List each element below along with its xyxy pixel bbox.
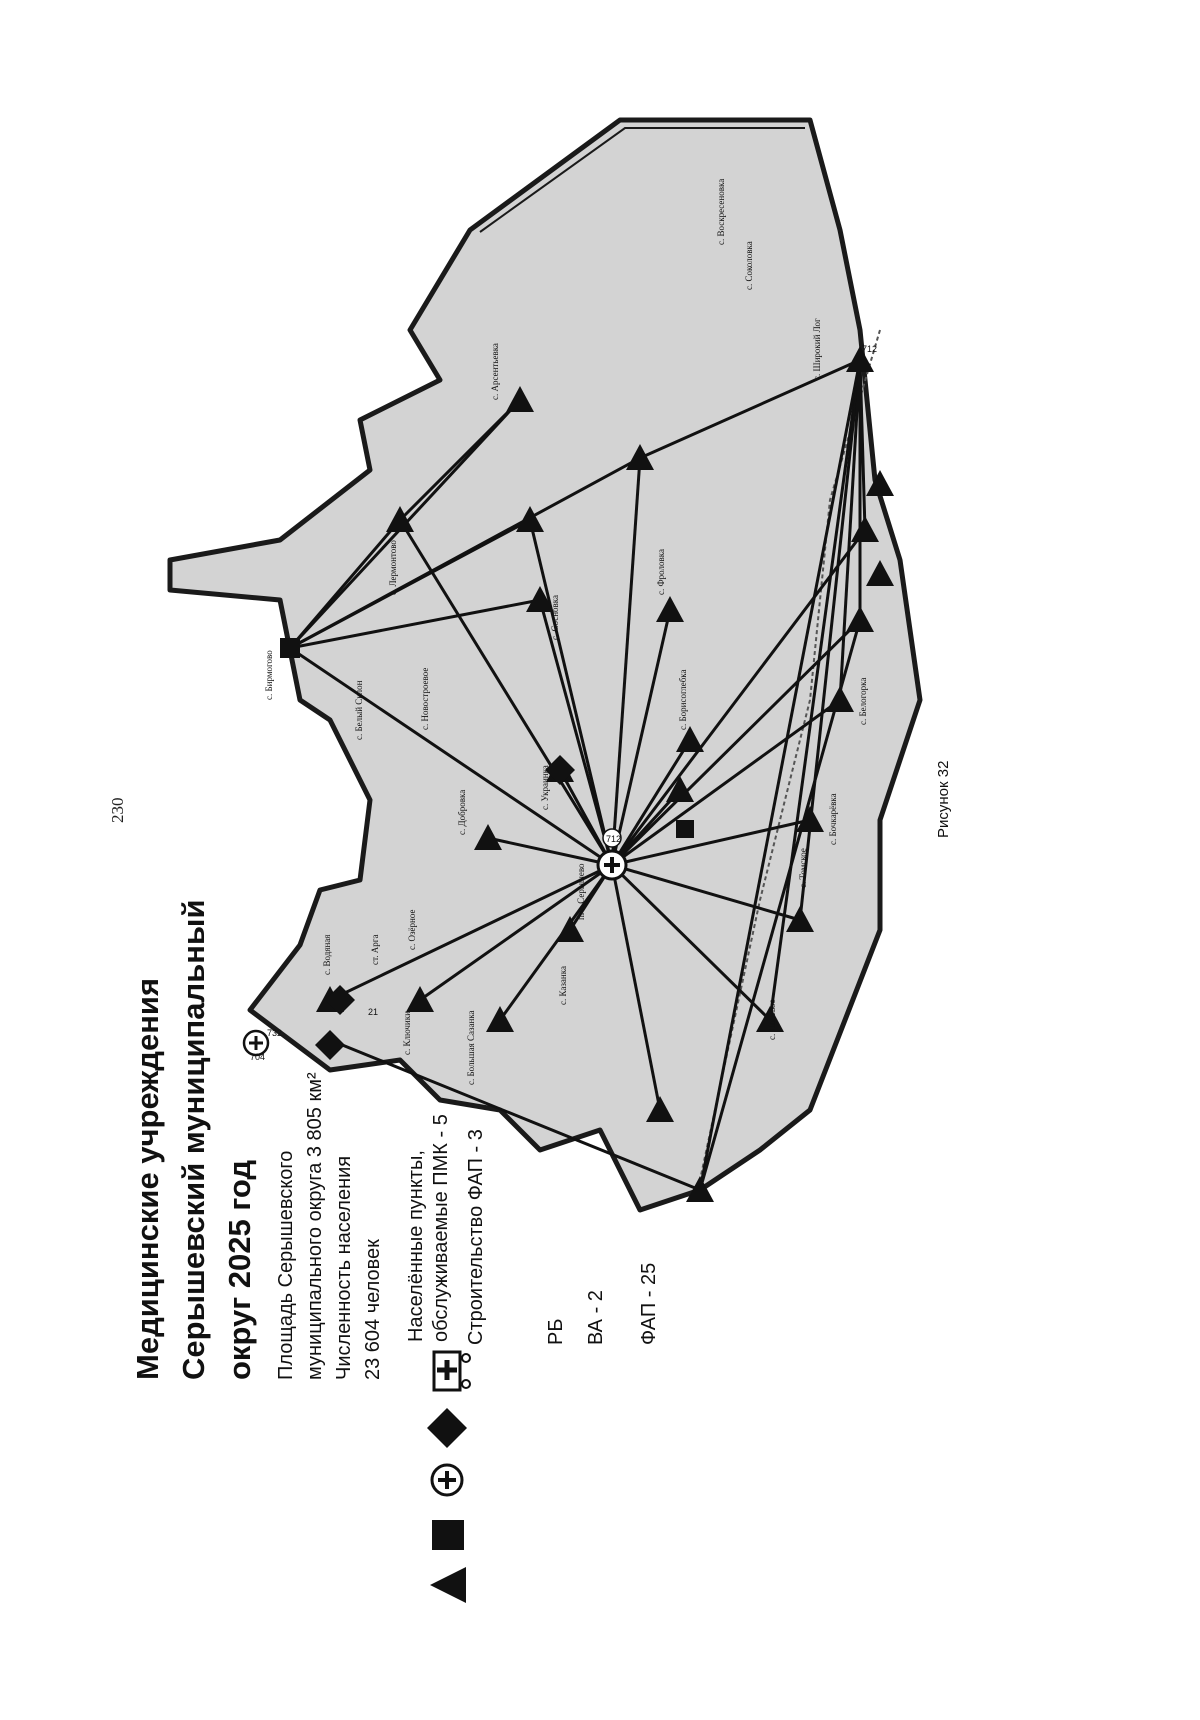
place-label: с. Белый Склон [354,680,364,740]
construction-marker [545,755,575,785]
construction-markers [315,755,575,1060]
place-label: с. Воскресеновка [716,179,726,245]
place-label: с. Соколовка [744,241,754,290]
construction-marker [315,1030,345,1060]
fap-marker [851,516,879,542]
place-label: с. Лермонтово [388,540,398,595]
place-label: пгт. Серышево [576,863,586,920]
legend-pmk-line-2: обслуживаемые ПМК - 5 [430,1114,452,1342]
fap-marker [506,386,534,412]
title-line-3: округ 2025 год [222,1159,257,1380]
fap-marker [406,986,434,1012]
square-icon [432,1520,464,1550]
construction-marker [325,985,355,1015]
info-line-3: Численность населения [333,1155,355,1380]
va-marker [280,638,300,658]
fap-marker [826,686,854,712]
fap-marker [646,1096,674,1122]
road-label-704: 704 [250,1052,265,1062]
place-label: с. Большая Сазанка [466,1010,476,1085]
info-line-4: 23 604 человек [362,1239,384,1380]
place-label: с. Добровка [457,790,467,835]
fap-marker [626,444,654,470]
place-label: с. Широкий Лог [812,318,822,380]
road-label-712: 712 [862,344,877,354]
fap-marker [386,506,414,532]
info-line-1: Площадь Серышевского [275,1150,297,1380]
fap-marker [516,506,544,532]
road [699,329,881,1181]
title-line-2: Серышевский муниципальный [176,899,211,1380]
district-territory [167,117,923,1213]
road-label-21: 21 [368,1007,378,1017]
place-label: с. Бирмогово [264,650,274,700]
info-line-2: муниципального округа 3 805 км² [304,1072,326,1380]
fap-marker [846,346,874,372]
district-border-inner [479,127,805,233]
place-label: с. Казанка [558,966,568,1005]
place-label: с. Озёрное [407,910,417,950]
fap-marker [786,906,814,932]
fap-marker [666,776,694,802]
hub2-label: 732 [267,1028,282,1038]
legend-rb: РБ [545,1318,567,1345]
rb-icon [430,1463,464,1497]
fap-marker [866,470,894,496]
fap-marker [656,596,684,622]
place-label: с. Борисоглебка [678,669,688,730]
fap-markers [316,346,894,1202]
place-label: с. Водяная [322,935,332,975]
title-line-1: Медицинские учреждения [130,977,165,1380]
place-label: с. Томское [798,848,808,888]
figure-caption: Рисунок 32 [935,760,952,838]
fap-marker [486,1006,514,1032]
fap-marker [474,824,502,850]
triangle-icon [430,1567,466,1603]
legend-construction: Строительство ФАП - 3 [465,1129,487,1345]
legend-fap: ФАП - 25 [638,1262,660,1345]
place-label: с. Ключики [402,1011,412,1055]
legend-va: ВА - 2 [585,1290,607,1345]
place-label: ст. Арга [370,935,380,965]
place-label: с. Белогорка [858,678,868,725]
rb-secondary: 732 [242,1028,282,1057]
place-label: с. Новостроевое [420,668,430,730]
hub-label: 712 [606,834,621,844]
place-label: с. Бочкарёвка [828,793,838,845]
place-label: с. Арсентьевка [490,343,500,400]
ambulance-icon [432,1350,471,1392]
fap-marker [866,560,894,586]
diamond-icon [427,1408,467,1448]
place-label: с. Полевое [767,999,777,1040]
legend-pmk-line-1: Населённые пункты, [405,1150,427,1342]
place-labels: с. Бирмогово с. Белый Склон с. Новострое… [264,179,868,1085]
fap-marker [526,586,554,612]
legend-icons [427,1350,471,1603]
va-marker [676,820,694,838]
va-markers [280,638,694,838]
fap-marker [756,1006,784,1032]
fap-marker [676,726,704,752]
place-label: с. Сосновка [550,595,560,640]
fap-marker [796,806,824,832]
fap-marker [556,916,584,942]
place-label: с. Фроловка [656,549,666,595]
place-label: с. Украинка [540,765,550,810]
rb-hub: 712 [596,828,628,881]
connections [288,358,867,1192]
fap-marker [686,1176,714,1202]
fap-marker [846,606,874,632]
